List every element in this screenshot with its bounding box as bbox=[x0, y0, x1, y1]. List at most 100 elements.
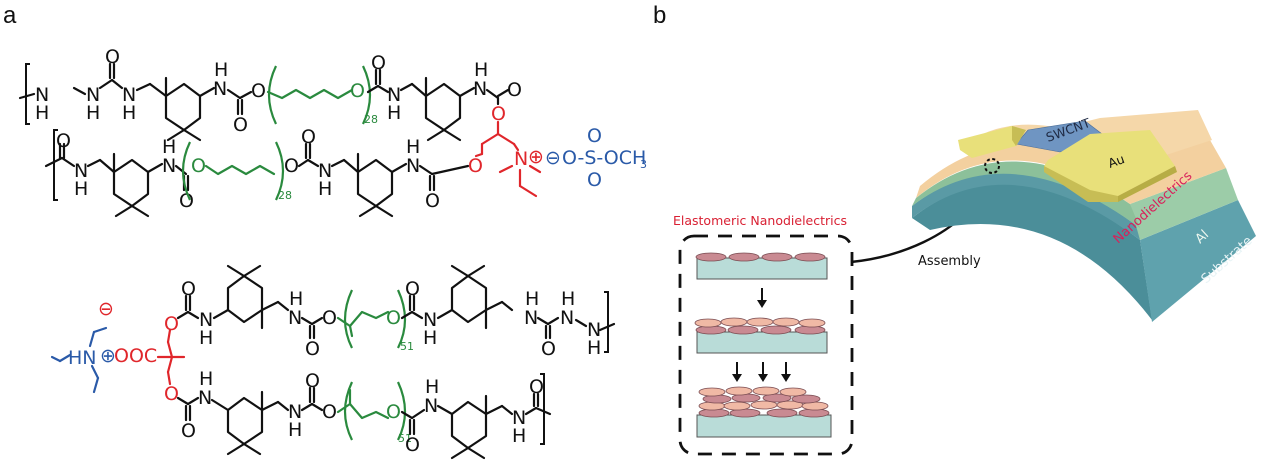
soft-segment-chain bbox=[204, 164, 276, 176]
methylsulfate-counterion: ⊖ O-S-OCH 3 O O bbox=[545, 125, 647, 191]
atom-H: H bbox=[35, 102, 49, 124]
bond bbox=[410, 408, 426, 420]
atom-N: N bbox=[318, 160, 332, 182]
cyclohexane-ring bbox=[226, 396, 264, 446]
bond bbox=[86, 158, 102, 168]
atom-N: N bbox=[587, 319, 601, 341]
atom-O: O bbox=[529, 376, 544, 398]
atom-N: N bbox=[162, 155, 176, 177]
bond bbox=[130, 204, 150, 218]
bond bbox=[174, 164, 188, 176]
atom-H: H bbox=[561, 288, 575, 310]
substrate-side bbox=[912, 183, 1152, 320]
repeat-paren-close bbox=[275, 141, 285, 201]
label-substrate: Substrate bbox=[1199, 234, 1256, 287]
bond bbox=[496, 132, 516, 146]
atom-N: N bbox=[213, 78, 227, 100]
atom-H: H bbox=[512, 425, 526, 447]
assembly-arrow bbox=[850, 179, 992, 264]
cyclohexane-ring bbox=[164, 82, 202, 132]
bond bbox=[186, 396, 200, 406]
assembly-arrowhead bbox=[984, 170, 996, 183]
bracket-right-bottom1 bbox=[604, 291, 609, 353]
cyclohexane-ring bbox=[450, 274, 488, 324]
bond bbox=[297, 158, 310, 168]
bond bbox=[348, 324, 354, 338]
electrode-au-right bbox=[1044, 130, 1175, 196]
particle bbox=[761, 252, 793, 262]
bond bbox=[518, 184, 538, 198]
atom-H: H bbox=[474, 59, 488, 81]
layer-swcnt bbox=[1015, 120, 1111, 153]
bond bbox=[18, 92, 36, 100]
cyclohexane-ring bbox=[226, 274, 264, 324]
atom-O: O bbox=[56, 130, 71, 152]
bond bbox=[212, 308, 230, 320]
atom-N: N bbox=[424, 395, 438, 417]
bond bbox=[442, 128, 462, 142]
bond bbox=[528, 164, 542, 174]
bond bbox=[260, 400, 280, 412]
bond bbox=[496, 88, 510, 98]
repeat-paren-open bbox=[267, 65, 277, 125]
atom-O: O bbox=[301, 126, 316, 148]
soft-segment-chain bbox=[266, 88, 354, 100]
atom-H: H bbox=[289, 288, 303, 310]
label-au: Au bbox=[1106, 151, 1127, 171]
atom-N: N bbox=[86, 84, 100, 106]
atom-H: H bbox=[318, 178, 332, 200]
atom-O: O bbox=[405, 278, 420, 300]
bond bbox=[300, 402, 314, 412]
atom-H: H bbox=[122, 102, 136, 124]
bond bbox=[300, 316, 314, 326]
atom-O: O bbox=[541, 338, 556, 360]
charge-negative: ⊖ bbox=[98, 298, 114, 320]
substrate-slab bbox=[696, 257, 828, 280]
particle bbox=[794, 252, 826, 262]
ammonium-label: HN bbox=[68, 347, 97, 369]
bond bbox=[166, 128, 186, 142]
bond bbox=[410, 82, 428, 98]
atom-H: H bbox=[74, 178, 88, 200]
bottom-structure: HN ⊕ ⊖ OOC O O O N H bbox=[50, 264, 616, 460]
atom-N: N bbox=[514, 148, 528, 170]
cyclohexane-ring bbox=[112, 158, 150, 208]
atom-N: N bbox=[199, 309, 213, 331]
repeat-paren-close bbox=[397, 381, 407, 441]
bracket-right-bottom2 bbox=[540, 373, 545, 445]
atom-O: O bbox=[191, 155, 206, 177]
bond bbox=[342, 158, 360, 174]
bond bbox=[310, 316, 324, 326]
substrate-slab bbox=[696, 414, 832, 438]
atom-H: H bbox=[162, 136, 176, 158]
bond bbox=[400, 410, 414, 420]
atom-O: O bbox=[350, 80, 365, 102]
charge-positive: ⊕ bbox=[528, 146, 544, 168]
atom-H: H bbox=[199, 327, 213, 349]
atom-O: O bbox=[179, 190, 194, 212]
atom-O: O bbox=[322, 307, 337, 329]
bond bbox=[146, 162, 164, 174]
atom-N: N bbox=[473, 78, 487, 100]
cyclohexane-ring bbox=[424, 82, 462, 132]
atom-O: O bbox=[105, 46, 120, 68]
bond bbox=[500, 404, 514, 416]
bond bbox=[374, 204, 394, 218]
top-structure-row2: O N H N H O O 28 O O N H bbox=[44, 126, 484, 218]
atom-O: O bbox=[322, 401, 337, 423]
bond bbox=[166, 328, 172, 344]
bond bbox=[366, 84, 380, 94]
bond bbox=[88, 330, 96, 348]
bond bbox=[484, 404, 504, 416]
atom-N: N bbox=[35, 84, 49, 106]
atom-O: O bbox=[507, 79, 522, 101]
bond bbox=[399, 82, 414, 92]
particle bbox=[695, 252, 727, 262]
bond bbox=[358, 204, 378, 218]
dashed-process-box bbox=[678, 234, 854, 456]
layer-nanodielectrics bbox=[916, 140, 1226, 204]
charge-positive: ⊕ bbox=[100, 345, 116, 367]
bond bbox=[166, 355, 174, 374]
bond bbox=[148, 82, 168, 98]
atom-O: O bbox=[386, 307, 401, 329]
